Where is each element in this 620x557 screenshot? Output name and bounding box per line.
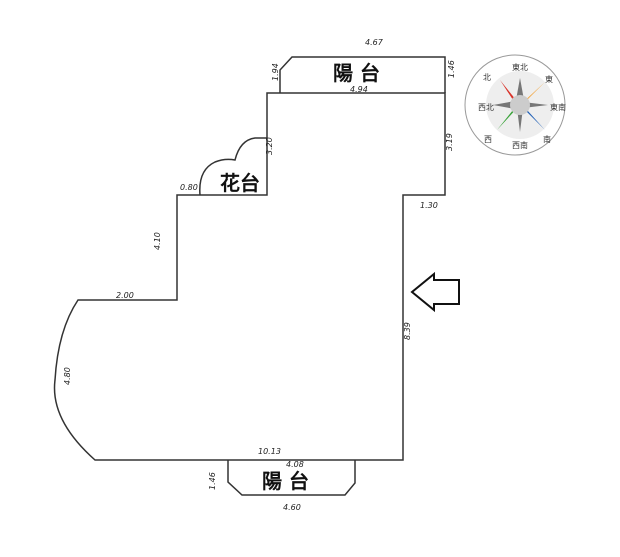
top-balcony-outline xyxy=(279,56,446,93)
plan-outline xyxy=(53,56,460,496)
compass-northeast: 東北 xyxy=(512,62,528,72)
compass-southwest: 西南 xyxy=(512,140,528,150)
arrow-left-icon xyxy=(410,271,460,313)
compass-northwest: 西北 xyxy=(478,103,494,112)
dim-label: 1.46 xyxy=(447,60,456,78)
dim-label: 3.20 xyxy=(265,137,274,155)
dim-label: 4.80 xyxy=(63,367,72,385)
dim-label: 1.94 xyxy=(271,63,280,81)
compass-southeast: 東南 xyxy=(550,102,566,112)
dim-label: 4.08 xyxy=(286,460,304,469)
dim-label: 8.39 xyxy=(403,322,412,340)
top-balcony-label: 陽 台 xyxy=(333,61,380,85)
compass-west: 西 xyxy=(484,135,492,144)
flower-bed-label: 花台 xyxy=(220,171,260,195)
bottom-balcony-label: 陽 台 xyxy=(262,469,309,493)
main-area-outline xyxy=(53,92,446,461)
dim-label: 4.67 xyxy=(365,38,384,47)
dim-label: 1.30 xyxy=(420,201,438,210)
dim-label: 4.94 xyxy=(350,85,368,94)
compass-rose: 北 東北 東 西北 東南 西 西南 南 xyxy=(464,54,566,156)
dim-label: 3.19 xyxy=(445,133,454,151)
dim-label: 10.13 xyxy=(258,447,281,456)
dim-label: 2.00 xyxy=(116,291,134,300)
flower-bed-curve xyxy=(199,137,267,196)
dim-label: 1.46 xyxy=(208,472,217,490)
bottom-balcony-outline xyxy=(227,460,356,496)
dim-label: 0.80 xyxy=(180,183,198,192)
compass-north: 北 xyxy=(483,73,491,82)
compass-east: 東 xyxy=(545,74,553,84)
dim-label: 4.60 xyxy=(283,503,301,512)
compass-south: 南 xyxy=(543,134,551,144)
dim-label: 4.10 xyxy=(153,232,162,250)
